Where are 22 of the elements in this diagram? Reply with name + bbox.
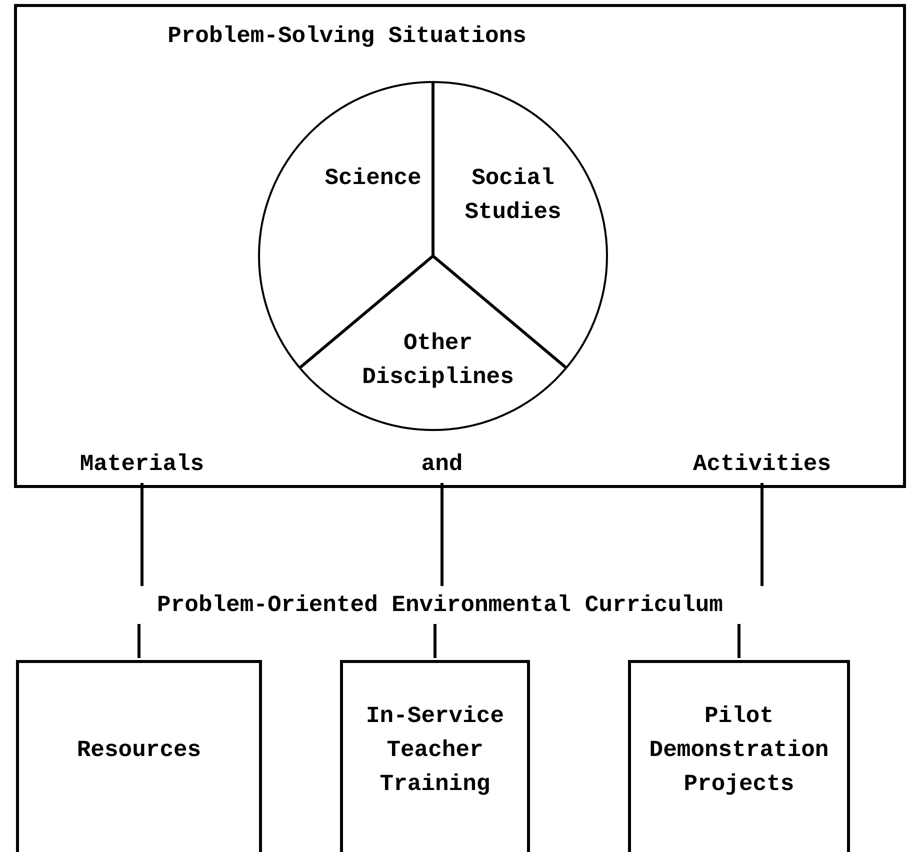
label-text: Problem-Oriented Environmental Curriculum bbox=[156, 591, 724, 620]
label-text: Activities bbox=[692, 450, 832, 479]
connector-line bbox=[140, 483, 144, 586]
connector-line bbox=[440, 483, 444, 586]
connector-line bbox=[434, 624, 436, 658]
box-label: Resources bbox=[76, 736, 202, 764]
label-text: Science bbox=[324, 164, 422, 193]
pie-circle bbox=[258, 81, 608, 431]
label-text: and bbox=[420, 450, 464, 479]
outer-frame bbox=[14, 4, 906, 488]
box-label: In-Service Teacher Training bbox=[364, 702, 506, 798]
label-text: Other Disciplines bbox=[361, 329, 515, 392]
open-box bbox=[628, 660, 850, 852]
frame-title: Problem-Solving Situations bbox=[166, 22, 528, 51]
connector-line bbox=[760, 483, 764, 586]
label-text: Materials bbox=[78, 450, 206, 479]
connector-line bbox=[138, 624, 140, 658]
open-box bbox=[16, 660, 262, 852]
open-box bbox=[340, 660, 530, 852]
connector-line bbox=[738, 624, 740, 658]
label-text: Social Studies bbox=[464, 164, 562, 227]
box-label: Pilot Demonstration Projects bbox=[648, 702, 830, 798]
